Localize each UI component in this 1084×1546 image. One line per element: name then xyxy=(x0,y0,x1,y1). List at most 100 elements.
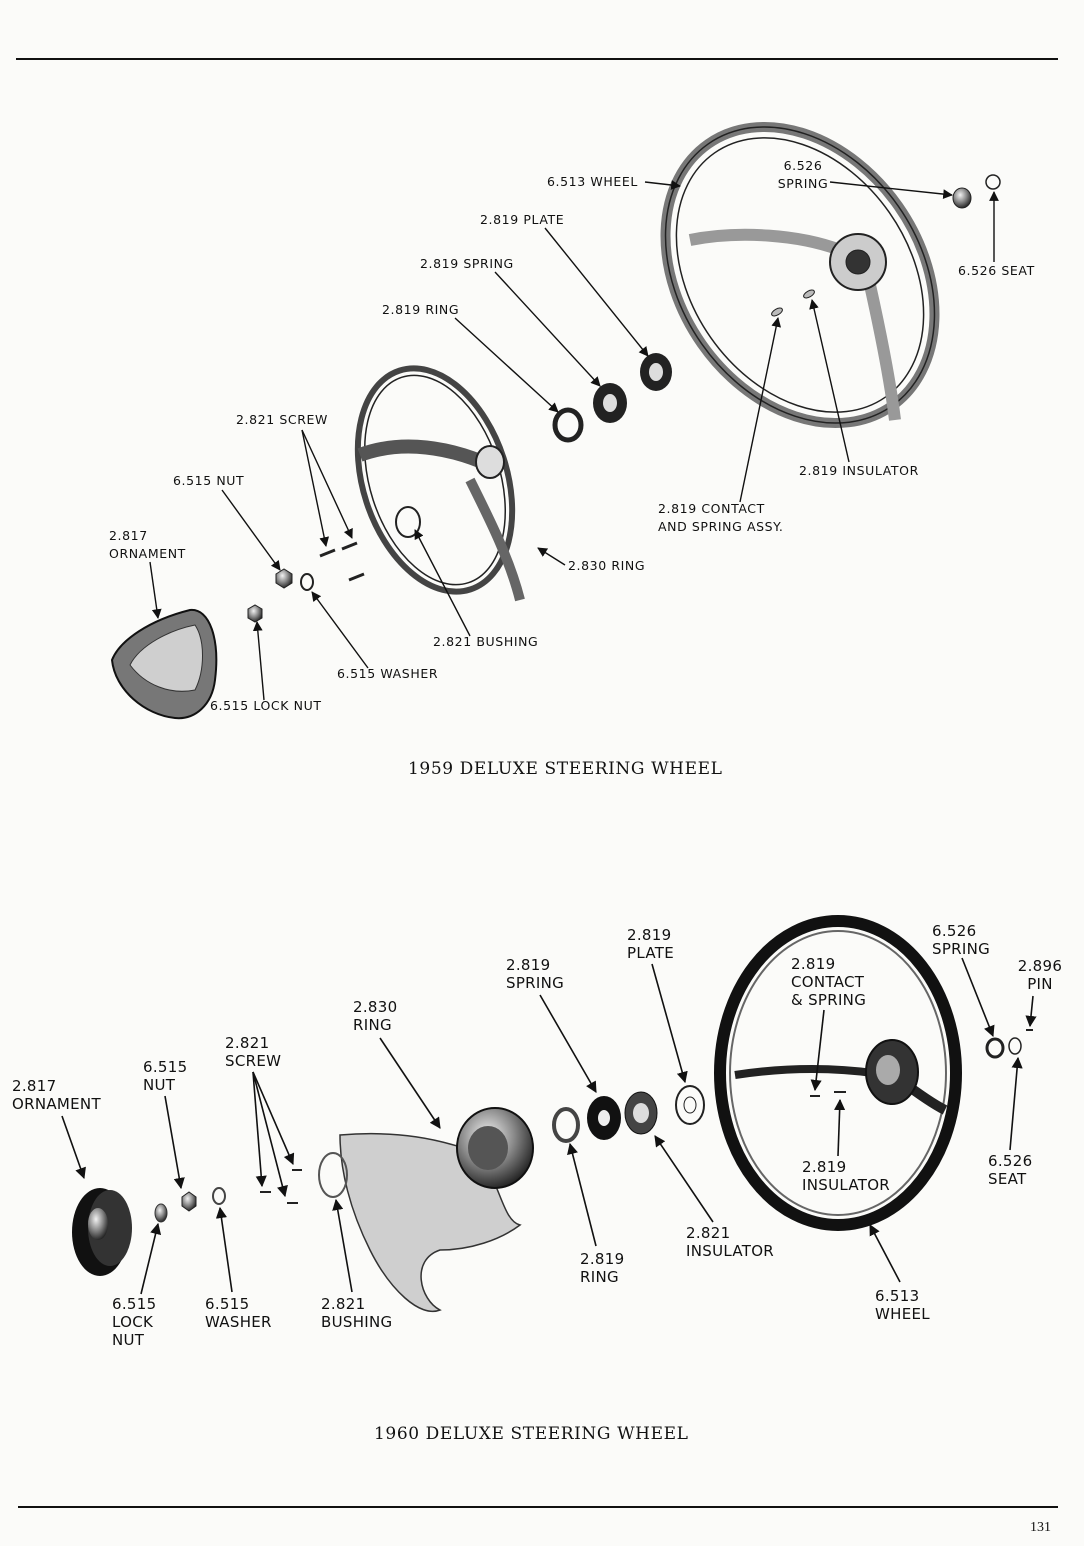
label-bushing-1960-num: 2.821 xyxy=(321,1295,366,1313)
bushing-2821-1960 xyxy=(318,1152,348,1198)
label-nut-1960-word: NUT xyxy=(143,1076,176,1094)
label-locknut-1960: 6.515 LOCK NUT xyxy=(112,1295,156,1349)
label-bushing-1960: 2.821 BUSHING xyxy=(321,1295,392,1331)
label-locknut-1960-num: 6.515 xyxy=(112,1295,157,1313)
spring-526-1960 xyxy=(985,1037,1005,1059)
label-washer-1959: 6.515 WASHER xyxy=(337,666,439,681)
contact-assy-1959 xyxy=(771,289,815,317)
label-ornament-1960: 2.817 ORNAMENT xyxy=(12,1077,101,1113)
label-insulator-2819-1960-word: INSULATOR xyxy=(802,1176,891,1194)
label-contact-1959: 2.819 CONTACT AND SPRING ASSY. xyxy=(658,500,783,536)
label-ornament-num: 2.817 xyxy=(109,528,148,543)
nut-6515-1959 xyxy=(275,568,293,589)
page-number: 131 xyxy=(1030,1520,1051,1535)
plate-2819-1960 xyxy=(675,1085,705,1125)
label-pin-1960-word: PIN xyxy=(1027,975,1053,993)
label-pin-1960: 2.896 PIN xyxy=(1012,957,1068,993)
label-ring-2819-1960: 2.819 RING xyxy=(580,1250,624,1286)
label-washer-1960: 6.515 WASHER xyxy=(205,1295,272,1331)
ornament-2817-1959 xyxy=(110,608,218,720)
spring-2819-1960 xyxy=(587,1096,621,1140)
label-insulator-2821-1960-num: 2.821 xyxy=(686,1224,731,1242)
ring-2819-1959 xyxy=(552,407,584,443)
label-wheel-1960-word: WHEEL xyxy=(875,1305,930,1323)
label-ring-2830-1959: 2.830 RING xyxy=(568,558,646,573)
label-spring-2819-1960-word: SPRING xyxy=(506,974,565,992)
label-spring-526-word: SPRING xyxy=(777,176,829,191)
label-nut-1959: 6.515 NUT xyxy=(173,473,245,488)
label-contact-1960-w1: CONTACT xyxy=(791,973,865,991)
label-ring-2830-1960-word: RING xyxy=(353,1016,392,1034)
label-contact-1960-num: 2.819 xyxy=(791,955,836,973)
washer-6515-1959 xyxy=(300,573,314,591)
label-screw-1960-num: 2.821 xyxy=(225,1034,270,1052)
insulator-2821-1960 xyxy=(624,1091,658,1135)
spring-2819-1959 xyxy=(593,383,627,423)
leaders-1959 xyxy=(149,180,999,701)
label-seat-1960-word: SEAT xyxy=(988,1170,1027,1188)
label-contact-line2: AND SPRING ASSY. xyxy=(658,519,784,534)
label-locknut-1960-w2: NUT xyxy=(112,1331,145,1349)
label-spring-526-1959: 6.526 SPRING xyxy=(773,157,833,193)
contact-spring-1960 xyxy=(810,1091,846,1097)
label-ornament-1960-word: ORNAMENT xyxy=(12,1095,101,1113)
ring-2830-1959 xyxy=(354,365,525,602)
label-insulator-2821-1960-word: INSULATOR xyxy=(686,1242,775,1260)
label-nut-1960: 6.515 NUT xyxy=(143,1058,187,1094)
label-contact-1960: 2.819 CONTACT & SPRING xyxy=(791,955,866,1009)
nut-6515-1960 xyxy=(181,1191,197,1212)
screws-2821-1960 xyxy=(260,1169,302,1204)
label-spring-2819-1959: 2.819 SPRING xyxy=(420,256,514,271)
label-spring-526-1960: 6.526 SPRING xyxy=(932,922,990,958)
label-washer-1960-word: WASHER xyxy=(205,1313,272,1331)
label-screw-1959: 2.821 SCREW xyxy=(236,412,328,427)
label-plate-1960: 2.819 PLATE xyxy=(627,926,674,962)
label-insulator-2819-1960-num: 2.819 xyxy=(802,1158,847,1176)
label-screw-1960-word: SCREW xyxy=(225,1052,282,1070)
wheel-1960 xyxy=(714,915,962,1231)
ring-2830-1960 xyxy=(339,1107,534,1313)
label-bushing-1960-word: BUSHING xyxy=(321,1313,393,1331)
label-spring-526-1960-word: SPRING xyxy=(932,940,991,958)
label-contact-1960-w2: & SPRING xyxy=(791,991,867,1009)
label-ring-2819-1959: 2.819 RING xyxy=(382,302,460,317)
label-locknut-1959: 6.515 LOCK NUT xyxy=(210,698,322,713)
label-ring-2819-1960-num: 2.819 xyxy=(580,1250,625,1268)
seat-526-1959 xyxy=(985,174,1001,190)
label-pin-1960-num: 2.896 xyxy=(1017,957,1063,975)
label-wheel-1960: 6.513 WHEEL xyxy=(875,1287,930,1323)
label-ornament-word: ORNAMENT xyxy=(109,546,186,561)
label-plate-1960-num: 2.819 xyxy=(627,926,672,944)
label-insulator-2819-1960: 2.819 INSULATOR xyxy=(802,1158,890,1194)
locknut-6515-1959 xyxy=(247,604,263,623)
label-nut-1960-num: 6.515 xyxy=(143,1058,188,1076)
locknut-6515-1960 xyxy=(154,1203,168,1223)
label-ring-2830-1960: 2.830 RING xyxy=(353,998,397,1034)
label-screw-1960: 2.821 SCREW xyxy=(225,1034,281,1070)
label-spring-526-1960-num: 6.526 xyxy=(932,922,977,940)
label-insulator-1959: 2.819 INSULATOR xyxy=(799,463,919,478)
label-seat-1960: 6.526 SEAT xyxy=(988,1152,1032,1188)
bushing-2821-1959 xyxy=(395,506,421,538)
label-spring-2819-1960-num: 2.819 xyxy=(506,956,551,974)
ring-2819-1960 xyxy=(552,1107,580,1143)
label-seat-1959: 6.526 SEAT xyxy=(958,263,1035,278)
ornament-2817-1960 xyxy=(72,1188,132,1276)
label-ring-2819-1960-word: RING xyxy=(580,1268,619,1286)
screws-2821-1959 xyxy=(319,541,365,582)
label-contact-line1: 2.819 CONTACT xyxy=(658,501,765,516)
plate-2819-1959 xyxy=(640,353,672,391)
seat-526-1960 xyxy=(1008,1037,1022,1055)
caption-1959: 1959 DELUXE STEERING WHEEL xyxy=(408,759,723,779)
label-insulator-2821-1960: 2.821 INSULATOR xyxy=(686,1224,774,1260)
label-ring-2830-1960-num: 2.830 xyxy=(353,998,398,1016)
label-plate-1960-word: PLATE xyxy=(627,944,674,962)
label-ornament-1959: 2.817 ORNAMENT xyxy=(109,527,186,563)
washer-6515-1960 xyxy=(212,1187,226,1205)
spring-526-1959 xyxy=(952,187,972,209)
label-ornament-1960-num: 2.817 xyxy=(12,1077,57,1095)
label-plate-1959: 2.819 PLATE xyxy=(480,212,565,227)
label-spring-2819-1960: 2.819 SPRING xyxy=(506,956,564,992)
label-washer-1960-num: 6.515 xyxy=(205,1295,250,1313)
